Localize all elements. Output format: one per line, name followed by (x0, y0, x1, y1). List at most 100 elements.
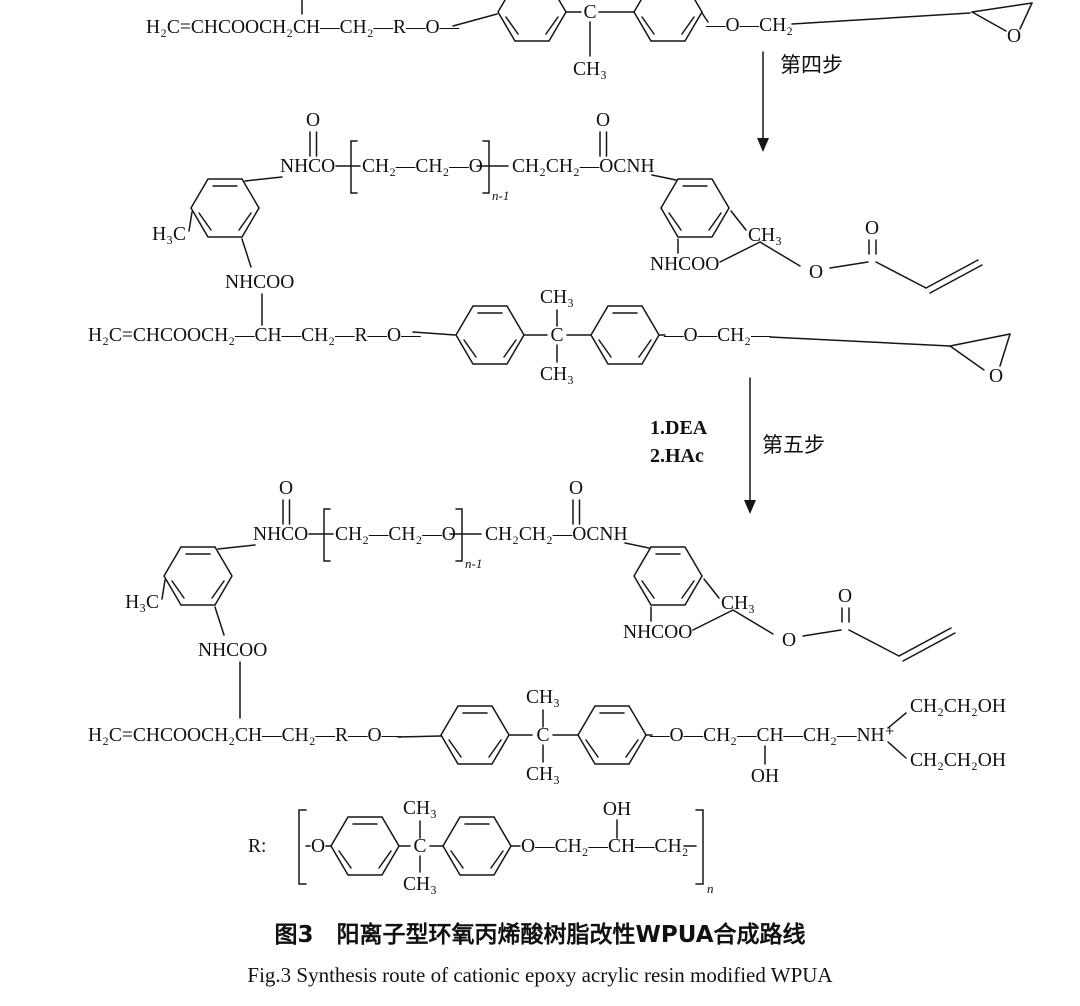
bond-lines (305, 819, 697, 873)
bond (703, 578, 720, 599)
bond (241, 238, 252, 268)
methyl-label: H₃C (152, 224, 186, 245)
chain-epoxy-acrylate: H₂C=CHCOOCH₂CH—CH₂—R—O— (88, 725, 402, 746)
carbonyl-o-label: O (306, 110, 320, 131)
repeat-subscript: n-1 (465, 556, 482, 571)
pu-acrylate-structure-2: O NHCO CH₂—CH₂—O n-1 CH₂CH₂—OCNH O H₃C N… (125, 478, 956, 719)
carbonyl-double-bond (599, 131, 608, 157)
ester-o-label: O (809, 262, 823, 283)
benzene-ring (660, 178, 730, 238)
bracket-open (323, 508, 331, 562)
benzene-ring (440, 705, 510, 765)
bracket-close (695, 809, 704, 885)
methyl-label: CH₃ (573, 59, 607, 80)
step4-label: 第四步 (780, 53, 843, 77)
methyl-label: CH₃ (526, 687, 560, 708)
quaternary-carbon-label: C (550, 325, 563, 346)
methyl-label: CH₃ (540, 287, 574, 308)
repeat-subscript: n-1 (492, 188, 509, 203)
chain-after-peg-label: CH₂CH₂—OCNH (485, 524, 628, 545)
amine-tail-label: —O—CH₂—CH—CH₂—NH⁺ (649, 725, 895, 746)
benzene-ring (163, 546, 233, 606)
methyl-label: CH₃ (526, 764, 560, 785)
chain-epoxy-acrylate: H₂C=CHCOOCH₂CH—CH₂—R—O— (146, 17, 460, 38)
nhcoo-label: NHCOO (650, 254, 719, 275)
bond (217, 544, 256, 550)
reagent-label: 2.HAc (650, 445, 704, 467)
benzene-ring (330, 816, 400, 876)
bond (624, 542, 650, 549)
benzene-ring (633, 546, 703, 606)
ether-ch2-label: —O—CH₂— (663, 325, 771, 346)
ester-o-label: O (782, 630, 796, 651)
methyl-label: CH₃ (748, 225, 782, 246)
carbonyl-o-label: O (596, 110, 610, 131)
caption-zh: 图3 阳离子型环氧丙烯酸树脂改性WPUA合成路线 (275, 921, 806, 948)
carbonyl-double-bond (309, 131, 318, 157)
carbonyl-o-label: O (279, 478, 293, 499)
epoxide-o-label: O (1007, 26, 1021, 47)
r-label: R: (248, 836, 266, 857)
bond (651, 174, 677, 181)
hydroxyethyl-label: CH₂CH₂OH (910, 750, 1006, 771)
bond-lines (397, 709, 907, 765)
bond (214, 606, 225, 636)
peg-repeat-label: CH₂—CH₂—O (362, 156, 483, 177)
epoxide-ring (949, 333, 1011, 371)
figure-caption: 图3 阳离子型环氧丙烯酸树脂改性WPUA合成路线 Fig.3 Synthesis… (247, 921, 833, 987)
pu-acrylate-structure-1: O NHCO CH₂—CH₂—O n-1 CH₂CH₂—OCNH O H₃C N… (152, 110, 983, 326)
nhcoo-label: NHCOO (623, 622, 692, 643)
reagent-label: 1.DEA (650, 417, 708, 439)
epoxide-ring (971, 2, 1033, 32)
step4-arrow: 第四步 (757, 51, 843, 152)
bracket-close (482, 140, 490, 194)
epoxy-amine-structure: H₂C=CHCOOCH₂CH—CH₂—R—O— C CH₃ CH₃ —O—CH₂… (88, 687, 1006, 787)
epoxy-acrylate-mid-structure: H₂C=CHCOOCH₂—CH—CH₂—R—O— C CH₃ CH₃ —O—CH… (88, 287, 1011, 387)
arrowhead-icon (757, 138, 769, 152)
benzene-ring (190, 178, 260, 238)
step5-label: 第五步 (762, 433, 825, 457)
bond-lines (412, 309, 951, 363)
benzene-ring (442, 816, 512, 876)
caption-en: Fig.3 Synthesis route of cationic epoxy … (247, 963, 833, 987)
nhcoo-label: NHCOO (225, 272, 294, 293)
carbonyl-o-label: O (838, 586, 852, 607)
nhco-label: NHCO (253, 524, 308, 545)
ether-o-label: O (311, 836, 325, 857)
acrylate-group-bonds (719, 239, 983, 294)
arrowhead-icon (744, 500, 756, 514)
repeat-subscript: n (707, 881, 714, 896)
methyl-label: H₃C (125, 592, 159, 613)
benzene-ring (577, 705, 647, 765)
bond (244, 176, 283, 182)
bracket-open (298, 809, 307, 885)
carbonyl-o-label: O (865, 218, 879, 239)
nhcoo-label: NHCOO (198, 640, 267, 661)
methyl-label: CH₃ (540, 364, 574, 385)
hydroxyethyl-label: CH₂CH₂OH (910, 696, 1006, 717)
chain-after-peg-label: CH₂CH₂—OCNH (512, 156, 655, 177)
nhco-label: NHCO (280, 156, 335, 177)
acrylate-group-bonds (692, 607, 956, 662)
carbonyl-double-bond (572, 499, 581, 525)
bond (730, 210, 747, 231)
carbonyl-double-bond (282, 499, 291, 525)
methyl-label: CH₃ (403, 798, 437, 819)
r-group-definition: R: O C CH₃ CH₃ O—CH₂—CH—CH₂ OH n (248, 798, 714, 896)
step5-arrow: 1.DEA 2.HAc 第五步 (650, 377, 825, 514)
epoxy-acrylate-top-structure: H₂C=CHCOOCH₂CH—CH₂—R—O— C CH₃ —O—CH₂ O (146, 0, 1033, 80)
quaternary-carbon-label: C (536, 725, 549, 746)
bracket-close (455, 508, 463, 562)
bond-lines (301, 0, 971, 57)
bracket-open (350, 140, 358, 194)
quaternary-carbon-label: C (413, 836, 426, 857)
ether-ch2-label: —O—CH₂ (705, 15, 793, 36)
carbonyl-o-label: O (569, 478, 583, 499)
epoxide-o-label: O (989, 366, 1003, 387)
bond (161, 579, 166, 600)
r-tail-label: O—CH₂—CH—CH₂ (521, 836, 688, 857)
chain-epoxy-acrylate: H₂C=CHCOOCH₂—CH—CH₂—R—O— (88, 325, 421, 346)
peg-repeat-label: CH₂—CH₂—O (335, 524, 456, 545)
